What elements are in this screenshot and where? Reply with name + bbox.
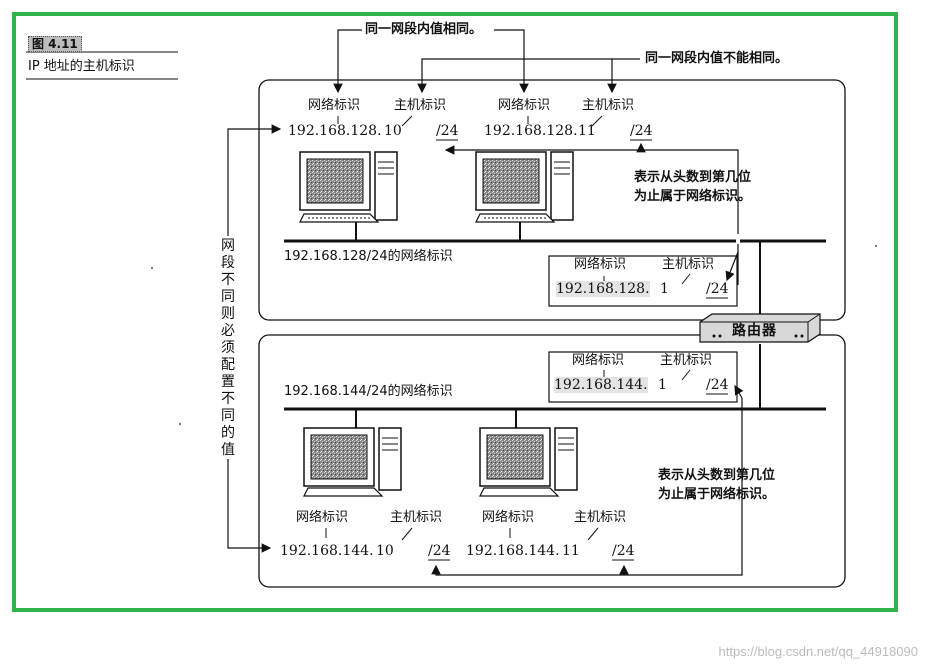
bottom-segment-name: 192.168.144/24的网络标识 (284, 384, 453, 399)
bottom-router-network: 192.168.144. (554, 377, 648, 393)
callout-different-host: 同一网段内值不能相同。 (645, 51, 789, 66)
label-network-id: 网络标识 (574, 257, 627, 272)
bottom-host1-network: 192.168.144. (280, 543, 374, 559)
label-host-id: 主机标识 (660, 353, 713, 368)
top-host2-prefix: /24 (630, 123, 653, 139)
label-network-id: 网络标识 (296, 510, 349, 525)
top-host1-host: 10 (384, 123, 402, 139)
computer-icon (299, 151, 398, 223)
top-segment-name: 192.168.128/24的网络标识 (284, 249, 453, 264)
bottom-router-host: 1 (658, 377, 667, 393)
bottom-host2-prefix: /24 (612, 543, 635, 559)
figure-tag: 图 4.11 (28, 36, 82, 52)
label-network-id: 网络标识 (482, 510, 535, 525)
label-network-id: 网络标识 (572, 353, 625, 368)
callout-prefix-top: 表示从头数到第几位 为止属于网络标识。 (634, 170, 752, 204)
router-label: 路由器 (732, 323, 777, 339)
computer-icon (475, 151, 574, 223)
label-network-id: 网络标识 (308, 98, 361, 113)
bottom-router-prefix: /24 (706, 377, 729, 393)
label-host-id: 主机标识 (390, 510, 443, 525)
label-host-id: 主机标识 (662, 257, 715, 272)
top-router-network: 192.168.128. (556, 281, 650, 297)
callout-vertical: 网段不同则必须配置不同的值 (219, 238, 237, 459)
top-router-prefix: /24 (706, 281, 729, 297)
bottom-host1-prefix: /24 (428, 543, 451, 559)
callout-same-network: 同一网段内值相同。 (365, 22, 483, 37)
top-host1-network: 192.168.128. (288, 123, 382, 139)
callout-prefix-bottom: 表示从头数到第几位 为止属于网络标识。 (658, 468, 776, 502)
top-segment-box (258, 79, 846, 321)
watermark: https://blog.csdn.net/qq_44918090 (718, 644, 919, 659)
label-host-id: 主机标识 (394, 98, 447, 113)
top-router-host: 1 (660, 281, 669, 297)
computer-icon (303, 427, 402, 497)
label-network-id: 网络标识 (498, 98, 551, 113)
top-host2-host: 11 (578, 123, 596, 139)
bottom-segment-box (258, 334, 846, 588)
bottom-host1-host: 10 (376, 543, 394, 559)
label-host-id: 主机标识 (574, 510, 627, 525)
bottom-host2-host: 11 (562, 543, 580, 559)
label-host-id: 主机标识 (582, 98, 635, 113)
computer-icon (479, 427, 578, 497)
top-host1-prefix: /24 (436, 123, 459, 139)
top-host2-network: 192.168.128. (484, 123, 578, 139)
bottom-host2-network: 192.168.144. (466, 543, 560, 559)
router-shape (699, 313, 821, 343)
figure-title: IP 地址的主机标识 (28, 59, 135, 74)
figure-frame (12, 12, 898, 612)
